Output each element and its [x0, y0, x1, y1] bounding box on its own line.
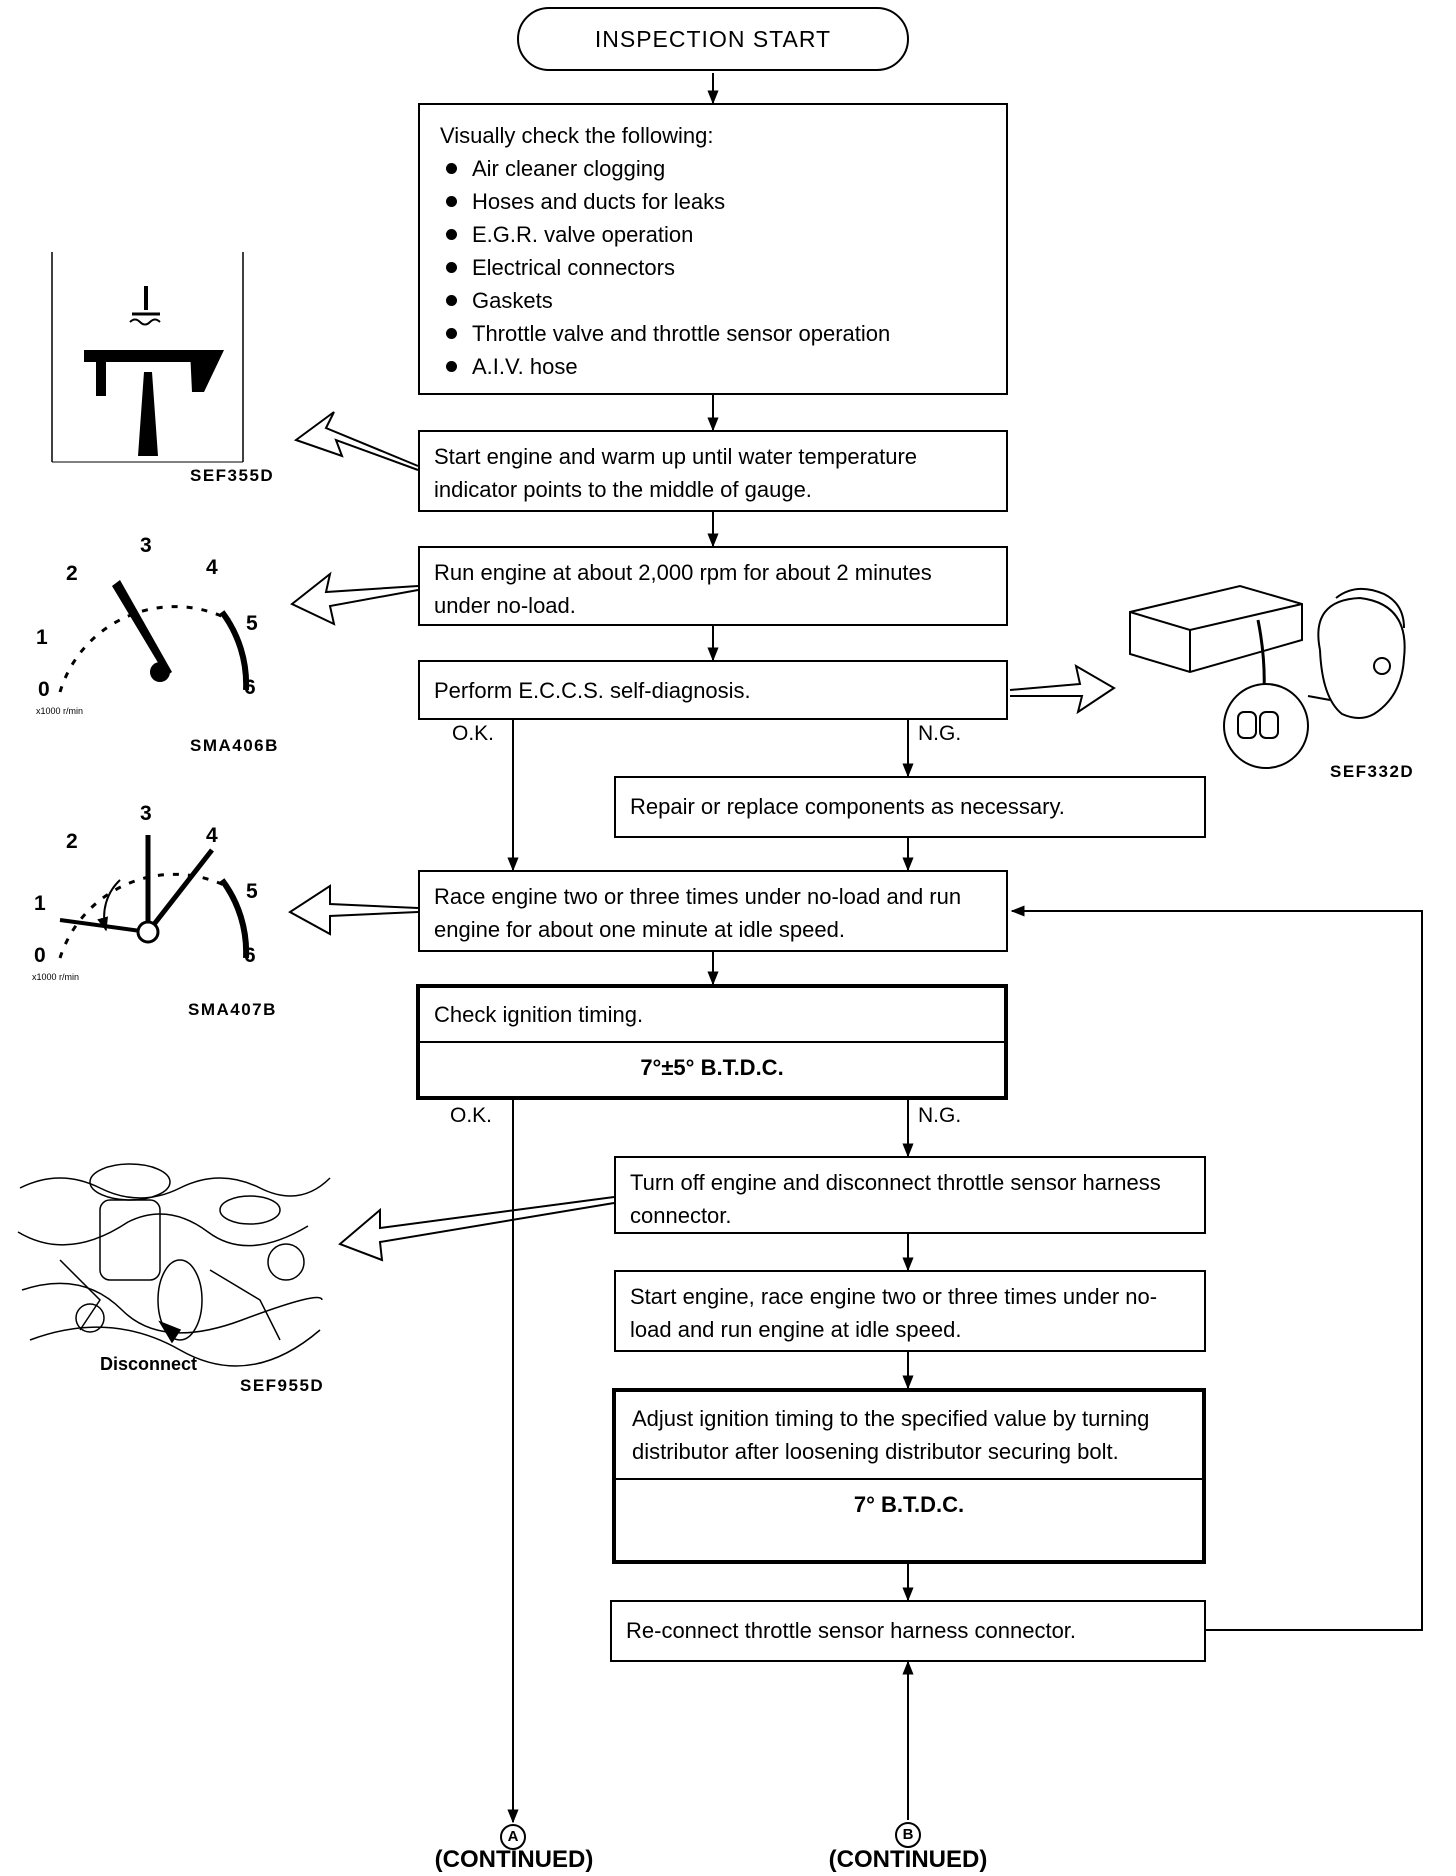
- continued-a: (CONTINUED): [434, 1846, 594, 1873]
- tach1-tick-3: 3: [140, 534, 152, 557]
- tach1-tick-6: 6: [244, 676, 256, 699]
- continued-b: (CONTINUED): [828, 1846, 988, 1873]
- tachometer-2000-illustration: [58, 580, 250, 693]
- pointer-to-fig4: [288, 884, 419, 936]
- tach2-tick-1: 1: [34, 892, 46, 915]
- diag-ok-label: O.K.: [452, 722, 495, 745]
- figure-code-4: SMA407B: [188, 1000, 277, 1019]
- loop-reconnect-to-race: [1010, 905, 1423, 1631]
- check-item-5: Throttle valve and throttle sensor opera…: [440, 317, 986, 350]
- connector-a: A: [500, 1824, 526, 1850]
- check-item-0: Air cleaner clogging: [440, 152, 986, 185]
- visual-check-heading: Visually check the following:: [440, 123, 714, 148]
- check-timing-value: 7°±5° B.T.D.C.: [640, 1055, 784, 1080]
- tach2-tick-4: 4: [206, 824, 218, 847]
- tach1-tick-5: 5: [246, 612, 258, 635]
- tach1-tick-0: 0: [38, 678, 50, 701]
- tach1-tick-2: 2: [66, 562, 78, 585]
- tach1-tick-1: 1: [36, 626, 48, 649]
- figure-code-1: SEF355D: [190, 466, 275, 485]
- reconnect-sensor-step: Re-connect throttle sensor harness conne…: [610, 1600, 1206, 1662]
- adjust-timing-label: Adjust ignition timing to the specified …: [616, 1392, 1202, 1480]
- restart-engine-step: Start engine, race engine two or three t…: [614, 1270, 1206, 1352]
- adjust-timing-value: 7° B.T.D.C.: [853, 1492, 965, 1517]
- engine-bay-illustration: [17, 1163, 331, 1367]
- disconnect-sensor-step: Turn off engine and disconnect throttle …: [614, 1156, 1206, 1234]
- warm-up-step: Start engine and warm up until water tem…: [418, 430, 1008, 512]
- adjust-timing-step: Adjust ignition timing to the specified …: [612, 1388, 1206, 1564]
- figure-code-2: SMA406B: [190, 736, 279, 755]
- visual-check-list: Air cleaner clogging Hoses and ducts for…: [440, 152, 986, 383]
- tach2-tick-0: 0: [34, 944, 46, 967]
- tach2-unit: x1000 r/min: [32, 972, 80, 982]
- pointer-to-fig2: [290, 571, 419, 626]
- temperature-gauge-illustration: [51, 252, 244, 463]
- tach1-tick-4: 4: [206, 556, 218, 579]
- check-item-3: Electrical connectors: [440, 251, 986, 284]
- visual-check-box: Visually check the following: Air cleane…: [418, 103, 1008, 395]
- diag-ng-label: N.G.: [918, 722, 962, 745]
- race-engine-step: Race engine two or three times under no-…: [418, 870, 1008, 952]
- check-timing-label: Check ignition timing.: [420, 988, 1004, 1043]
- check-item-2: E.G.R. valve operation: [440, 218, 986, 251]
- run-2000rpm-step: Run engine at about 2,000 rpm for about …: [418, 546, 1008, 626]
- connector-b: B: [895, 1822, 921, 1848]
- figure-code-5: SEF955D: [240, 1376, 325, 1395]
- tach1-unit: x1000 r/min: [36, 706, 84, 716]
- disconnect-callout: Disconnect: [100, 1354, 198, 1374]
- check-item-4: Gaskets: [440, 284, 986, 317]
- tach2-tick-6: 6: [244, 944, 256, 967]
- timing-ng-label: N.G.: [918, 1104, 962, 1127]
- check-timing-step: Check ignition timing. 7°±5° B.T.D.C.: [416, 984, 1008, 1100]
- self-diagnosis-step: Perform E.C.C.S. self-diagnosis.: [418, 660, 1008, 720]
- pointer-to-fig3: [1009, 663, 1116, 715]
- check-item-6: A.I.V. hose: [440, 350, 986, 383]
- tach2-tick-3: 3: [140, 802, 152, 825]
- figure-code-3: SEF332D: [1330, 762, 1415, 781]
- tachometer-idle-illustration: [58, 835, 250, 959]
- timing-ok-label: O.K.: [450, 1104, 493, 1127]
- check-item-1: Hoses and ducts for leaks: [440, 185, 986, 218]
- ecu-self-diagnosis-illustration: [1129, 584, 1406, 769]
- pointer-to-fig5: [338, 1196, 615, 1262]
- inspection-start: INSPECTION START: [517, 7, 909, 71]
- pointer-to-fig1: [293, 411, 419, 471]
- repair-step: Repair or replace components as necessar…: [614, 776, 1206, 838]
- tach2-tick-5: 5: [246, 880, 258, 903]
- tach2-tick-2: 2: [66, 830, 78, 853]
